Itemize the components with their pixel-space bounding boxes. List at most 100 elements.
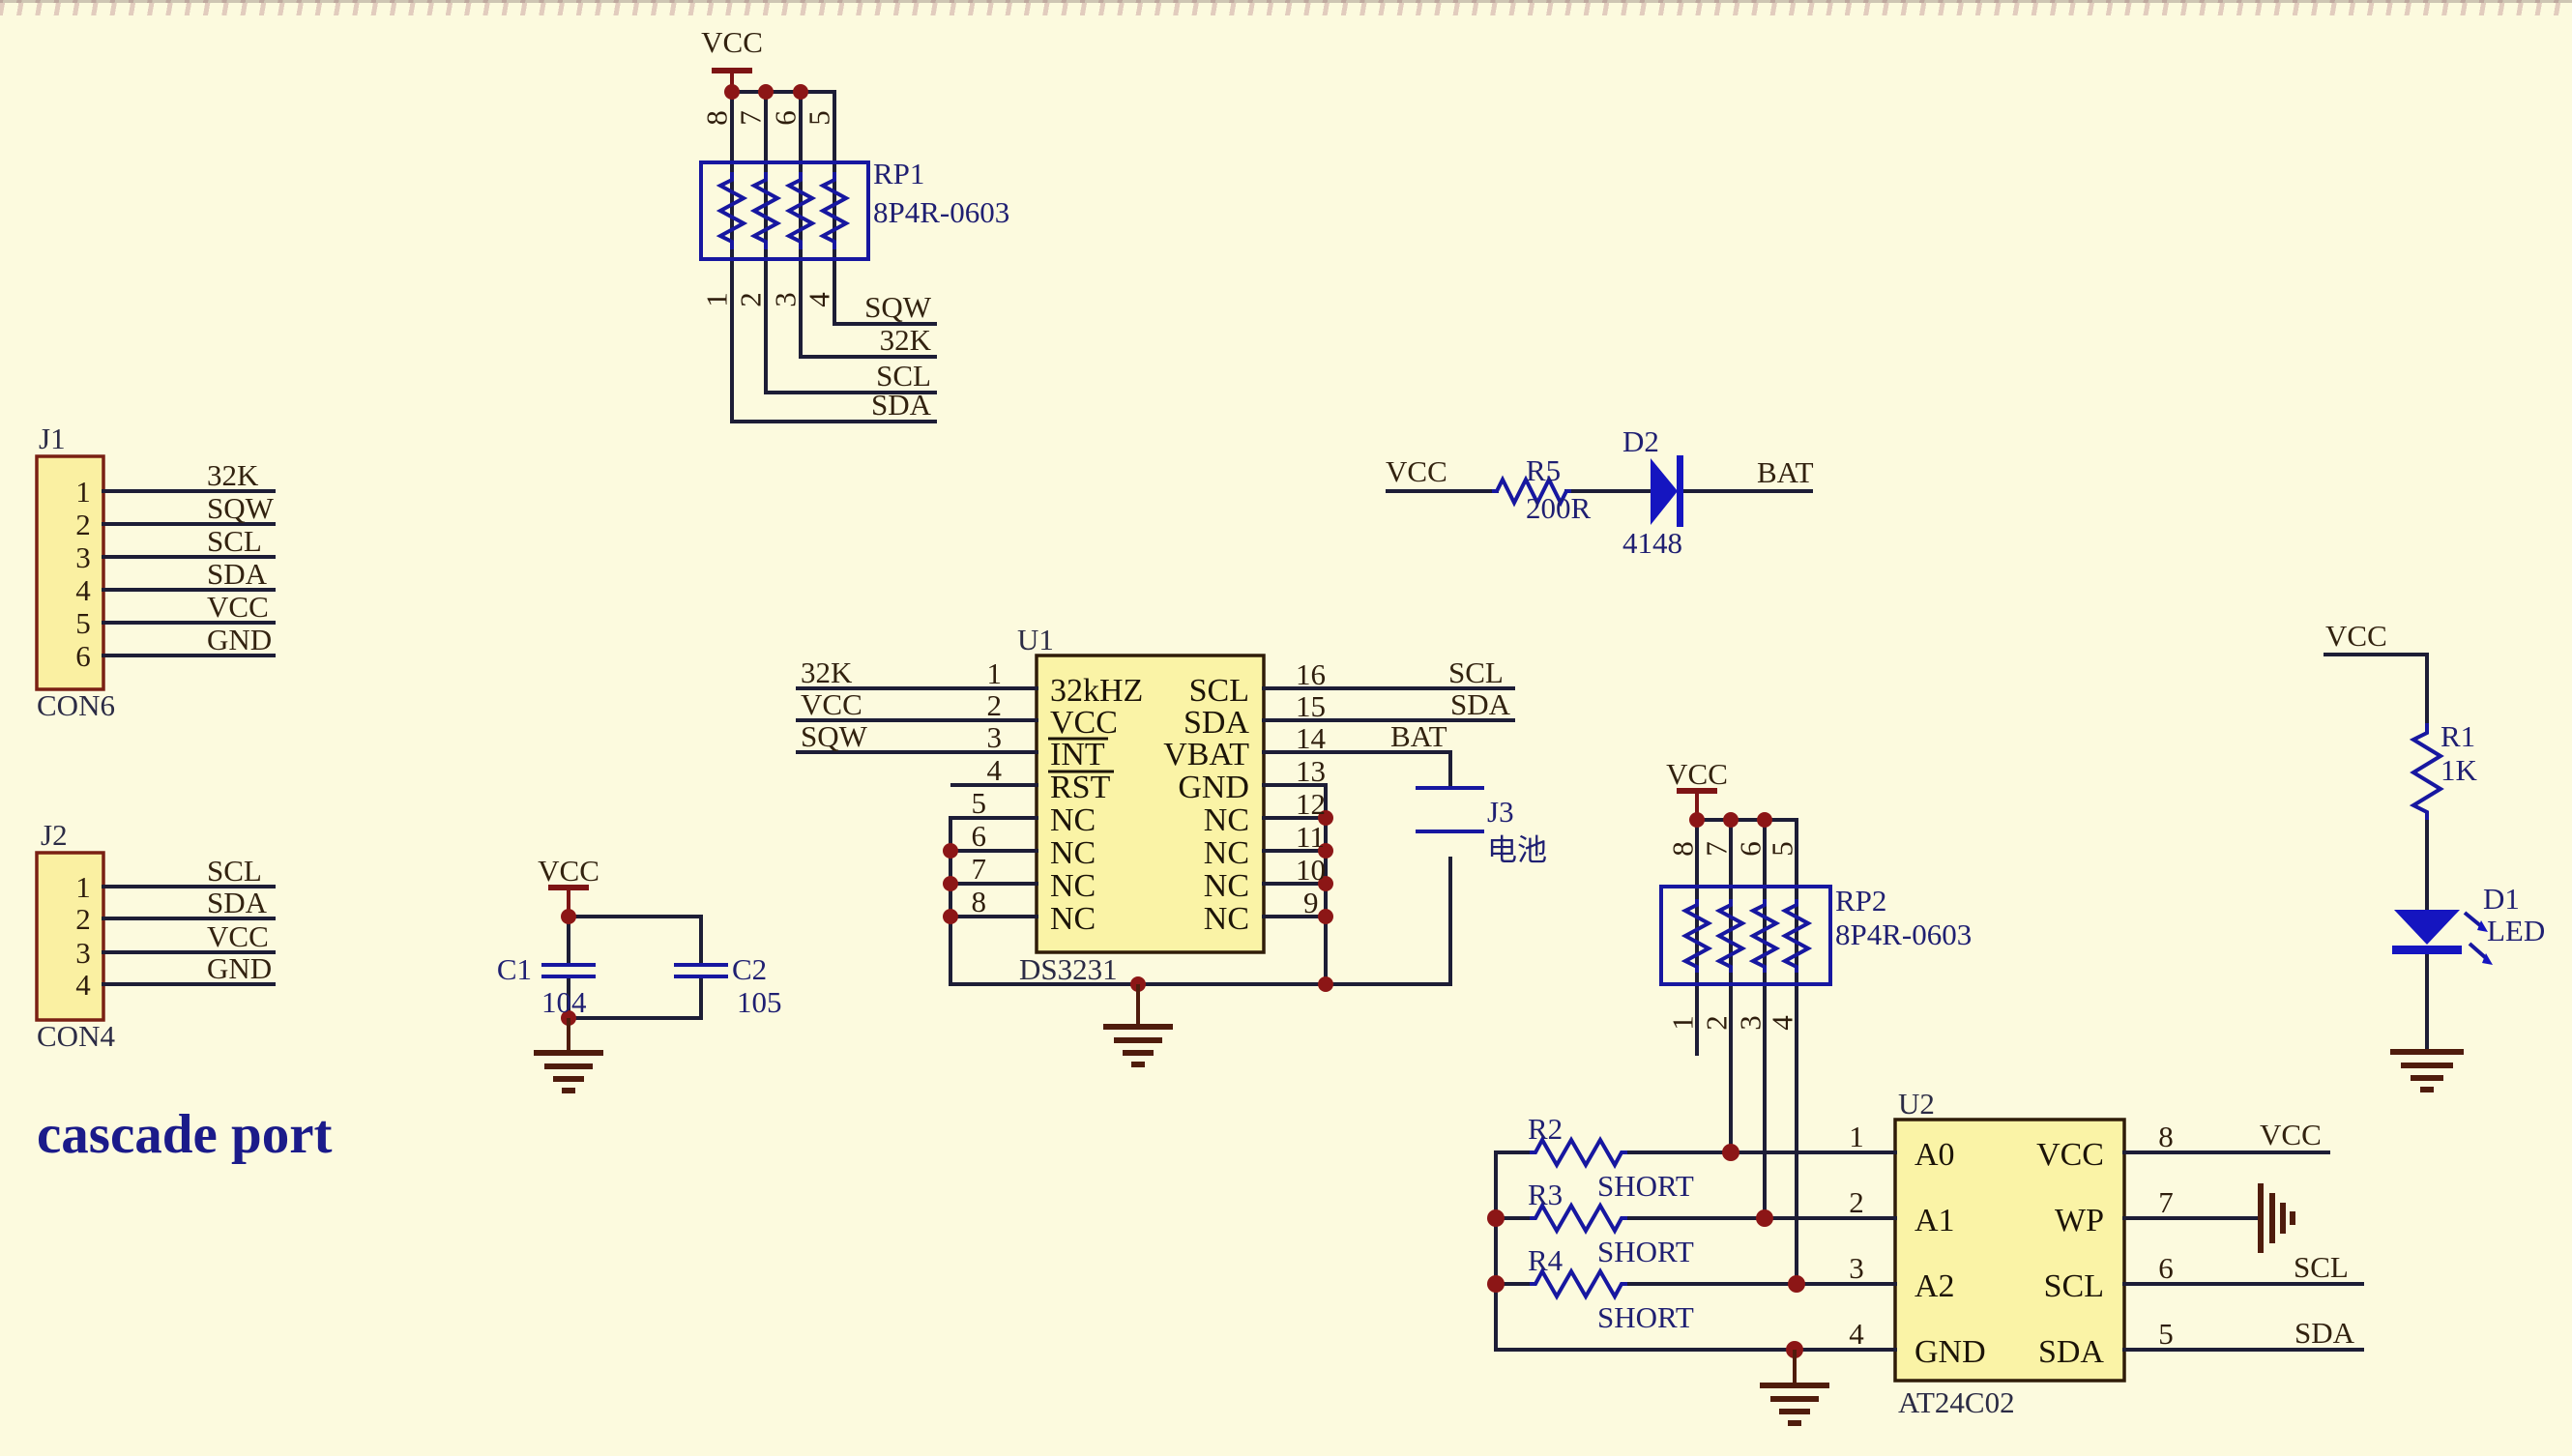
resistor-icon bbox=[2409, 723, 2444, 820]
pin-number: 7 bbox=[734, 110, 768, 126]
pin-number: 2 bbox=[75, 902, 91, 936]
junction-dot bbox=[793, 84, 808, 100]
pin-name: VBAT bbox=[1163, 737, 1249, 772]
power-label: VCC bbox=[701, 25, 763, 59]
junction-dot bbox=[1757, 812, 1772, 828]
pin-number: 3 bbox=[1849, 1251, 1864, 1285]
net-label: 32K bbox=[207, 458, 259, 492]
ground-icon bbox=[1103, 984, 1173, 1067]
pin-name: 32kHZ bbox=[1050, 673, 1143, 709]
pin-number: 10 bbox=[1296, 853, 1326, 887]
pin-number: 4 bbox=[75, 968, 91, 1002]
pin-name: A0 bbox=[1914, 1137, 1955, 1173]
pin-number: 8 bbox=[2158, 1120, 2174, 1153]
pin-number: 7 bbox=[972, 852, 987, 886]
pin-number: 2 bbox=[734, 292, 768, 307]
wires bbox=[567, 915, 703, 1020]
net-label: SDA bbox=[207, 886, 268, 919]
pin-number: 7 bbox=[2158, 1185, 2174, 1219]
pin-number: 8 bbox=[1666, 841, 1700, 857]
pin-name: INT bbox=[1050, 737, 1105, 772]
pin-name: NC bbox=[1204, 901, 1249, 937]
pin-number: 7 bbox=[1700, 841, 1734, 857]
junction-dot bbox=[1487, 1209, 1505, 1227]
pin-name: NC bbox=[1050, 835, 1096, 871]
pin-number: 3 bbox=[769, 292, 803, 307]
pin-number: 3 bbox=[75, 936, 91, 970]
junction-dot bbox=[1722, 1144, 1739, 1161]
pin-number: 12 bbox=[1296, 787, 1326, 821]
wires bbox=[1494, 1150, 2364, 1352]
resistor-icon bbox=[716, 172, 851, 249]
value: SHORT bbox=[1597, 1235, 1694, 1268]
pin-number: 4 bbox=[803, 292, 836, 307]
pin-number: 3 bbox=[1734, 1015, 1768, 1031]
capacitor-icon bbox=[541, 963, 728, 978]
designator: D2 bbox=[1622, 424, 1659, 458]
junction-dot bbox=[1318, 810, 1333, 826]
designator: RP1 bbox=[873, 157, 924, 190]
designator: RP2 bbox=[1835, 884, 1886, 917]
pin-name: SDA bbox=[2038, 1334, 2104, 1370]
net-label-sda: SDA bbox=[1450, 687, 1511, 721]
pin-name: A1 bbox=[1914, 1203, 1955, 1238]
net-label: VCC bbox=[207, 919, 269, 953]
pin-number: 4 bbox=[1849, 1317, 1864, 1351]
power-label: VCC bbox=[1666, 757, 1728, 791]
pin-number: 5 bbox=[803, 110, 836, 126]
net-label-scl: SCL bbox=[1448, 655, 1504, 689]
pin-name: VCC bbox=[2036, 1137, 2104, 1173]
net-label: SCL bbox=[207, 524, 262, 558]
wires bbox=[102, 489, 276, 657]
pin-number: 4 bbox=[987, 753, 1003, 787]
pin-number: 14 bbox=[1296, 721, 1327, 755]
pin-name: SCL bbox=[1189, 673, 1249, 709]
designator: U2 bbox=[1898, 1087, 1935, 1121]
net-label-bat: BAT bbox=[1757, 455, 1814, 489]
value: 200R bbox=[1526, 491, 1592, 525]
j1-connector: J1 1 2 3 4 5 6 32K SQW SCL SDA VCC GND C… bbox=[35, 422, 276, 722]
junction-dot bbox=[1318, 876, 1333, 891]
net-label: 32K bbox=[801, 655, 853, 689]
junction-dot bbox=[758, 84, 774, 100]
resistor-pack-body bbox=[699, 160, 870, 261]
net-label-scl: SCL bbox=[876, 359, 931, 393]
pin-number: 1 bbox=[1666, 1015, 1700, 1031]
value: SHORT bbox=[1597, 1300, 1694, 1334]
ground-icon bbox=[534, 1018, 603, 1093]
diode-icon bbox=[1651, 455, 1683, 527]
pin-name: SCL bbox=[2044, 1268, 2104, 1304]
junction-dot bbox=[1689, 812, 1705, 828]
designator: R4 bbox=[1528, 1243, 1564, 1277]
junction-dot bbox=[1487, 1275, 1505, 1293]
connector-body bbox=[35, 454, 105, 691]
pin-number: 6 bbox=[972, 819, 987, 853]
connector-type: CON4 bbox=[37, 1019, 115, 1053]
net-label: VCC bbox=[801, 687, 862, 721]
net-label-scl: SCL bbox=[2294, 1250, 2349, 1284]
net-label: GND bbox=[207, 951, 272, 985]
designator: D1 bbox=[2483, 882, 2520, 916]
value: 4148 bbox=[1622, 526, 1682, 560]
battery-charge-path: VCC BAT R5 200R D2 4148 bbox=[1386, 424, 1814, 560]
scan-artifact-band bbox=[0, 0, 2572, 15]
pin-number: 15 bbox=[1296, 689, 1326, 723]
resistor-icon bbox=[1530, 1135, 1627, 1301]
pin-number: 16 bbox=[1296, 657, 1326, 691]
j2-connector: J2 1 2 3 4 SCL SDA VCC GND CON4 bbox=[35, 818, 276, 1053]
pin-name: NC bbox=[1204, 802, 1249, 838]
rp1-resistor-network: VCC 8 7 6 5 1 2 3 4 RP1 8P4R- bbox=[699, 25, 1009, 423]
pin-number: 5 bbox=[75, 606, 91, 640]
ic-body bbox=[1035, 654, 1266, 954]
junction-dot bbox=[943, 876, 958, 891]
pin-number: 1 bbox=[75, 870, 91, 904]
wires bbox=[102, 885, 276, 986]
pin-name: NC bbox=[1204, 835, 1249, 871]
net-label: SQW bbox=[207, 491, 275, 525]
pin-number: 1 bbox=[700, 292, 734, 307]
value: 105 bbox=[737, 985, 782, 1019]
wires bbox=[1695, 818, 1798, 1286]
resistor-icon bbox=[1681, 899, 1813, 973]
pin-number: 5 bbox=[2158, 1317, 2174, 1351]
